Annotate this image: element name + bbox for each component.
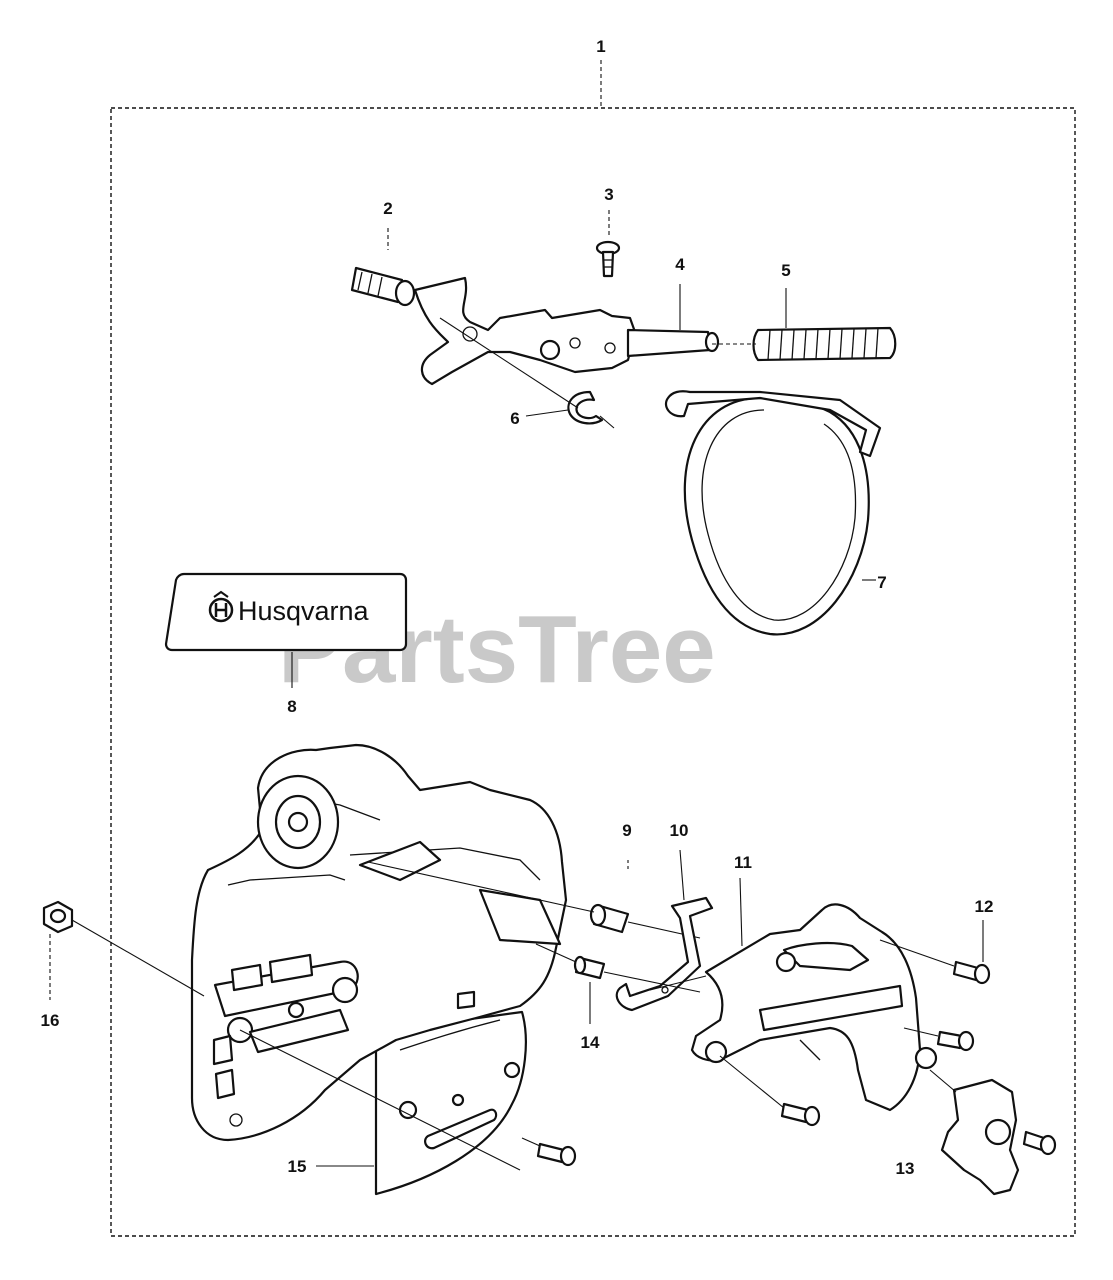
callout-labels: 1 2 3 4 5 6 7 8 9 10 11 12 13 14 15 16 [41,37,994,1178]
callout-14: 14 [581,1033,600,1052]
part-chain-cover[interactable] [649,903,938,1112]
part-screw-plate[interactable] [239,1029,577,1171]
part-guide-plate[interactable] [374,1010,527,1196]
part-brake-band[interactable] [664,390,882,636]
husqvarna-crown-logo-icon [208,590,234,623]
leader-11 [739,877,743,947]
part-bushing[interactable] [367,861,701,939]
part-screw-small[interactable] [595,240,621,278]
callout-8: 8 [287,697,296,716]
callout-3: 3 [604,185,613,204]
callout-11: 11 [734,853,752,872]
callout-12: 12 [975,897,994,916]
part-clutch-cover[interactable] [190,743,568,1142]
decal-brand-text: Husqvarna [238,596,370,626]
callout-15: 15 [288,1157,307,1176]
callout-4: 4 [675,255,685,274]
part-screw-right[interactable] [903,1027,975,1052]
callout-9: 9 [622,821,631,840]
callout-1: 1 [596,37,605,56]
part-bracket[interactable] [615,896,714,1012]
callout-2: 2 [383,199,392,218]
leader-6 [525,409,569,417]
part-retaining-clip[interactable] [439,317,615,429]
part-chain-catcher[interactable] [929,1069,1057,1196]
callout-5: 5 [781,261,790,280]
callout-16: 16 [41,1011,60,1030]
callout-13: 13 [896,1159,915,1178]
part-sleeve[interactable] [350,266,416,307]
callout-7: 7 [877,573,886,592]
part-brake-lever[interactable] [413,276,720,386]
kit-boundary-box [110,107,1076,1237]
part-decal-husqvarna[interactable]: Husqvarna [164,572,408,652]
part-spring[interactable] [712,326,897,362]
part-screw-bottom[interactable] [719,1055,821,1127]
part-pin[interactable] [535,943,701,993]
callout-10: 10 [670,821,689,840]
leader-10 [679,849,685,901]
part-screw-12[interactable] [879,939,991,985]
callout-6: 6 [510,409,519,428]
part-nut[interactable] [42,900,205,997]
